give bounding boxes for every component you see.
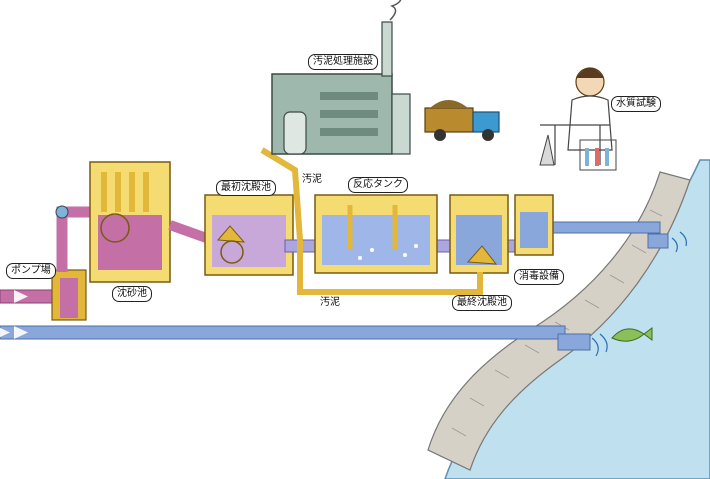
label-water-test: 水質試験 [611, 96, 661, 112]
stone-embankment [427, 171, 691, 471]
label-grit-chamber: 沈砂池 [112, 286, 152, 302]
label-disinfection: 消毒設備 [514, 269, 564, 285]
pump-valve [55, 205, 69, 219]
label-pump-station: ポンプ場 [6, 263, 56, 279]
label-sludge-lower: 汚泥 [320, 297, 340, 308]
inlet-arrow [14, 290, 28, 303]
label-final-tank: 最終沈殿池 [452, 295, 512, 311]
label-primary-tank: 最初沈殿池 [216, 180, 276, 196]
outfall-pipe [647, 233, 669, 249]
bypass-arrow [0, 326, 28, 339]
scientist-with-test-tubes [539, 67, 617, 171]
sludge-facility-building [271, 0, 411, 155]
dump-truck [424, 100, 500, 141]
label-sludge-facility: 汚泥処理施設 [308, 54, 378, 70]
sludge-return-pipe [297, 240, 483, 295]
label-sludge-upper: 汚泥 [302, 174, 322, 185]
lower-outfall [557, 333, 591, 351]
sludge-pipe-to-facility [260, 147, 303, 241]
bypass-pipe [0, 325, 566, 340]
fish [611, 327, 653, 342]
label-reaction-tank: 反応タンク [348, 177, 408, 193]
grit-screen [100, 213, 130, 243]
